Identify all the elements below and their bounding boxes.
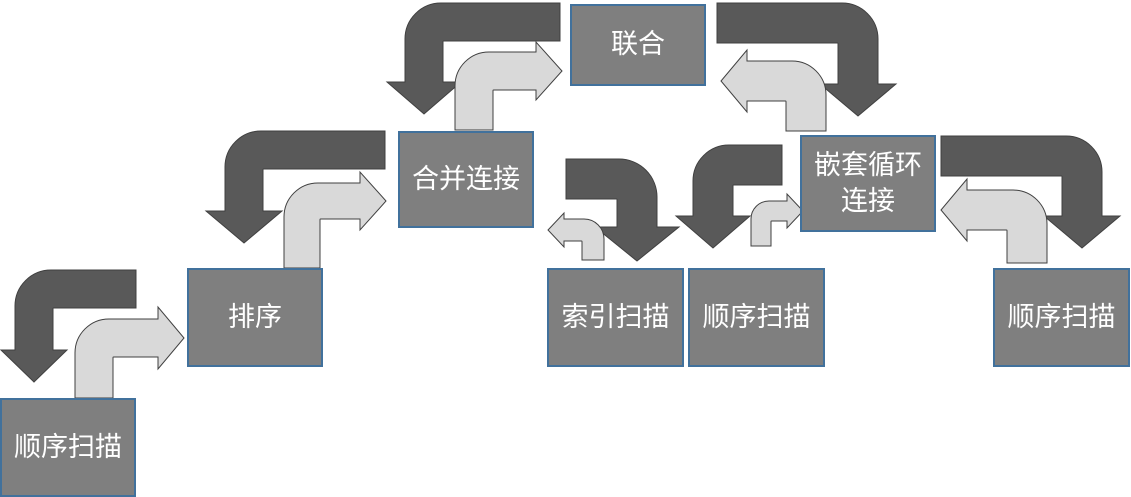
request-arrow [385,2,561,115]
result-arrow [283,170,387,269]
result-arrow [454,40,563,131]
request-arrow [0,269,137,383]
result-arrow [720,48,827,132]
result-arrow [750,192,804,247]
result-arrow [547,211,605,261]
seq-scan-label: 顺序扫描 [14,431,122,463]
sort-node: 排序 [187,268,323,367]
sort-label: 排序 [228,301,282,333]
request-arrow [674,144,783,249]
seq-scan-node: 顺序扫描 [993,268,1130,367]
union-label: 联合 [611,29,665,60]
seq-scan-label: 顺序扫描 [702,301,811,333]
index-scan-node: 索引扫描 [547,268,684,367]
index-scan-label: 索引扫描 [561,301,670,333]
request-arrow [204,130,386,244]
request-arrow [716,2,898,117]
request-arrow [565,158,681,262]
merge-join-node: 合并连接 [398,131,534,228]
merge-join-label: 合并连接 [412,163,520,195]
request-arrow [940,135,1122,249]
nested-loop-join-label: 嵌套循环 连接 [814,149,922,217]
seq-scan-node: 顺序扫描 [0,398,136,497]
seq-scan-label: 顺序扫描 [1007,301,1116,333]
union-node: 联合 [570,4,706,86]
nested-loop-join-node: 嵌套循环 连接 [800,135,936,232]
result-arrow [74,305,185,399]
seq-scan-node: 顺序扫描 [688,268,825,367]
result-arrow [940,177,1048,264]
